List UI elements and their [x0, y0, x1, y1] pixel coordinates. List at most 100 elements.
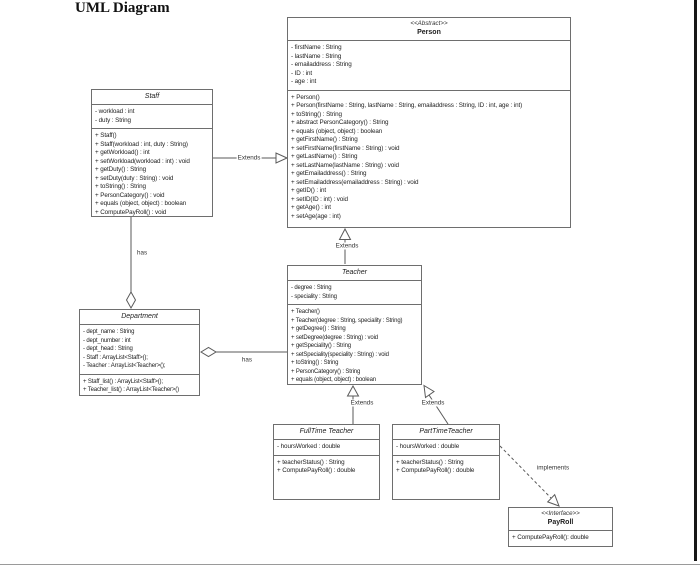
class-teacher-header: Teacher [288, 266, 421, 281]
generalization-arrow-parttime-teacher [423, 384, 435, 399]
relationship-label-has-teacher: has [240, 356, 254, 364]
member-line: - ID : int [291, 69, 313, 77]
person-class-name: Person [417, 29, 441, 36]
department-attributes: - dept_name : String- dept_number : int-… [80, 325, 199, 375]
member-line: + setFirstName(firstName : String) : voi… [291, 144, 400, 152]
member-line: - duty : String [95, 116, 131, 124]
member-line: + equals (object, object) : boolean [291, 127, 383, 135]
member-line: + Person() [291, 93, 320, 101]
generalization-arrow-teacher-person [338, 227, 352, 240]
member-line: + toString() : String [291, 110, 342, 118]
member-line: + setID(ID : int) : void [291, 195, 348, 203]
class-staff: Staff - workload : int- duty : String + … [91, 89, 213, 217]
member-line: + Staff(workload : int, duty : String) [95, 140, 188, 148]
class-department: Department - dept_name : String- dept_nu… [79, 309, 200, 396]
class-department-header: Department [80, 310, 199, 325]
relationship-label-implements: implements [535, 464, 571, 472]
member-line: - Teacher : ArrayList<Teacher>(); [83, 363, 166, 369]
member-line: + abstract PersonCategory() : String [291, 119, 389, 126]
relationship-label-parttime-extends: Extends [420, 399, 446, 407]
class-payroll: <<Interface>> PayRoll + ComputePayRoll()… [508, 507, 613, 547]
payroll-methods: + ComputePayRoll(): double [509, 531, 612, 546]
member-line: + PersonCategory() : void [95, 191, 165, 199]
member-line: + teacherStatus() : String [396, 458, 464, 466]
member-line: + getEmailaddress() : String [291, 170, 367, 177]
member-line: + ComputePayRoll() : double [277, 467, 356, 474]
member-line: + equals (object, object) : boolean [291, 377, 376, 383]
member-line: + setEmailaddress(emailaddress : String)… [291, 178, 419, 186]
fulltime-teacher-attributes: - hoursWorked : double [274, 440, 379, 456]
member-line: + getFirstName() : String [291, 136, 358, 143]
class-teacher: Teacher - degree : String - speciality : … [287, 265, 422, 385]
aggregation-diamond-staff [125, 290, 137, 310]
member-line: + setLastName(lastName : String) : void [291, 161, 399, 169]
member-line: + Teacher() [291, 309, 320, 315]
member-line: + equals (object, object) : boolean [95, 200, 187, 207]
member-line: - lastName : String [291, 52, 342, 60]
member-line: - dept_head : String [83, 346, 133, 352]
class-person-header: <<Abstract>> Person [288, 18, 570, 41]
member-line: + getDegree() : String [291, 326, 346, 332]
staff-class-name: Staff [144, 93, 160, 100]
teacher-methods: + Teacher() + Teacher(degree : String, sp… [288, 305, 421, 388]
class-payroll-header: <<Interface>> PayRoll [509, 508, 612, 531]
teacher-attributes: - degree : String - speciality : String [288, 281, 421, 305]
realization-arrow-payroll [546, 493, 560, 507]
member-line: - degree : String [291, 285, 332, 291]
member-line: + getWorkload() : int [95, 149, 150, 156]
member-line: + Teacher_list() : ArrayList<Teacher>() [83, 387, 179, 393]
member-line: - speciality : String [291, 293, 337, 300]
class-parttime-teacher-header: PartTimeTeacher [393, 425, 499, 440]
member-line: + ComputePayRoll() : void [95, 208, 167, 216]
class-person: <<Abstract>> Person - firstName : String… [287, 17, 571, 228]
member-line: + Person(firstName : String, lastName : … [291, 102, 523, 109]
page-title: UML Diagram [75, 0, 170, 16]
parttime-teacher-attributes: - hoursWorked : double [393, 440, 499, 456]
relationship-label-staff-extends: Extends [236, 154, 262, 162]
payroll-class-name: PayRoll [547, 519, 574, 526]
fulltime-teacher-class-name: FullTime Teacher [299, 428, 354, 435]
page-bottom-border [0, 564, 700, 565]
member-line: + Staff_list() : ArrayList<Staff>(); [83, 378, 163, 385]
person-methods: + Person()+ Person(firstName : String, l… [288, 91, 570, 228]
department-class-name: Department [121, 313, 158, 320]
member-line: + setSpeciality(speciality : String) : v… [291, 351, 389, 358]
person-stereotype: <<Abstract>> [410, 20, 448, 27]
aggregation-diamond-teacher [200, 346, 217, 358]
payroll-stereotype: <<Interface>> [541, 510, 580, 517]
member-line: + PersonCategory() : String [291, 368, 361, 375]
member-line: + setWorkload(workload : int) : void [95, 157, 190, 165]
relationship-label-teacher-extends: Extends [334, 242, 360, 250]
department-methods: + Staff_list() : ArrayList<Staff>(); + Te… [80, 375, 199, 398]
member-line: + getID() : int [291, 187, 327, 194]
member-line: + toString() : String [95, 183, 146, 190]
page-right-border [694, 0, 697, 561]
member-line: + setDegree(degree : String) : void [291, 334, 378, 341]
relationship-label-fulltime-extends: Extends [349, 399, 375, 407]
class-parttime-teacher: PartTimeTeacher - hoursWorked : double +… [392, 424, 500, 500]
class-staff-header: Staff [92, 90, 212, 105]
staff-methods: + Staff()+ Staff(workload : int, duty : … [92, 129, 212, 220]
fulltime-teacher-methods: + teacherStatus() : String+ ComputePayRo… [274, 456, 379, 500]
generalization-arrow-staff-person [275, 152, 289, 164]
parttime-teacher-methods: + teacherStatus() : String+ ComputePayRo… [393, 456, 499, 500]
member-line: + Teacher(degree : String, speciality : … [291, 317, 403, 324]
member-line: + getLastName() : String [291, 153, 358, 160]
class-fulltime-teacher: FullTime Teacher - hoursWorked : double … [273, 424, 380, 500]
member-line: - hoursWorked : double [277, 443, 341, 450]
member-line: - dept_name : String [83, 329, 135, 335]
member-line: - firstName : String [291, 44, 342, 51]
member-line: - age : int [291, 78, 317, 85]
member-line: + ComputePayRoll(): double [512, 534, 589, 541]
generalization-arrow-fulltime-teacher [346, 384, 360, 397]
parttime-teacher-class-name: PartTimeTeacher [419, 428, 473, 435]
member-line: + getAge() : int [291, 204, 331, 211]
member-line: + toString() : String [291, 360, 339, 366]
member-line: - hoursWorked : double [396, 443, 460, 450]
member-line: - Staff : ArrayList<Staff>(); [83, 354, 148, 361]
member-line: + ComputePayRoll() : double [396, 467, 475, 474]
teacher-class-name: Teacher [341, 269, 368, 276]
member-line: + setDuty(duty : String) : void [95, 174, 174, 182]
